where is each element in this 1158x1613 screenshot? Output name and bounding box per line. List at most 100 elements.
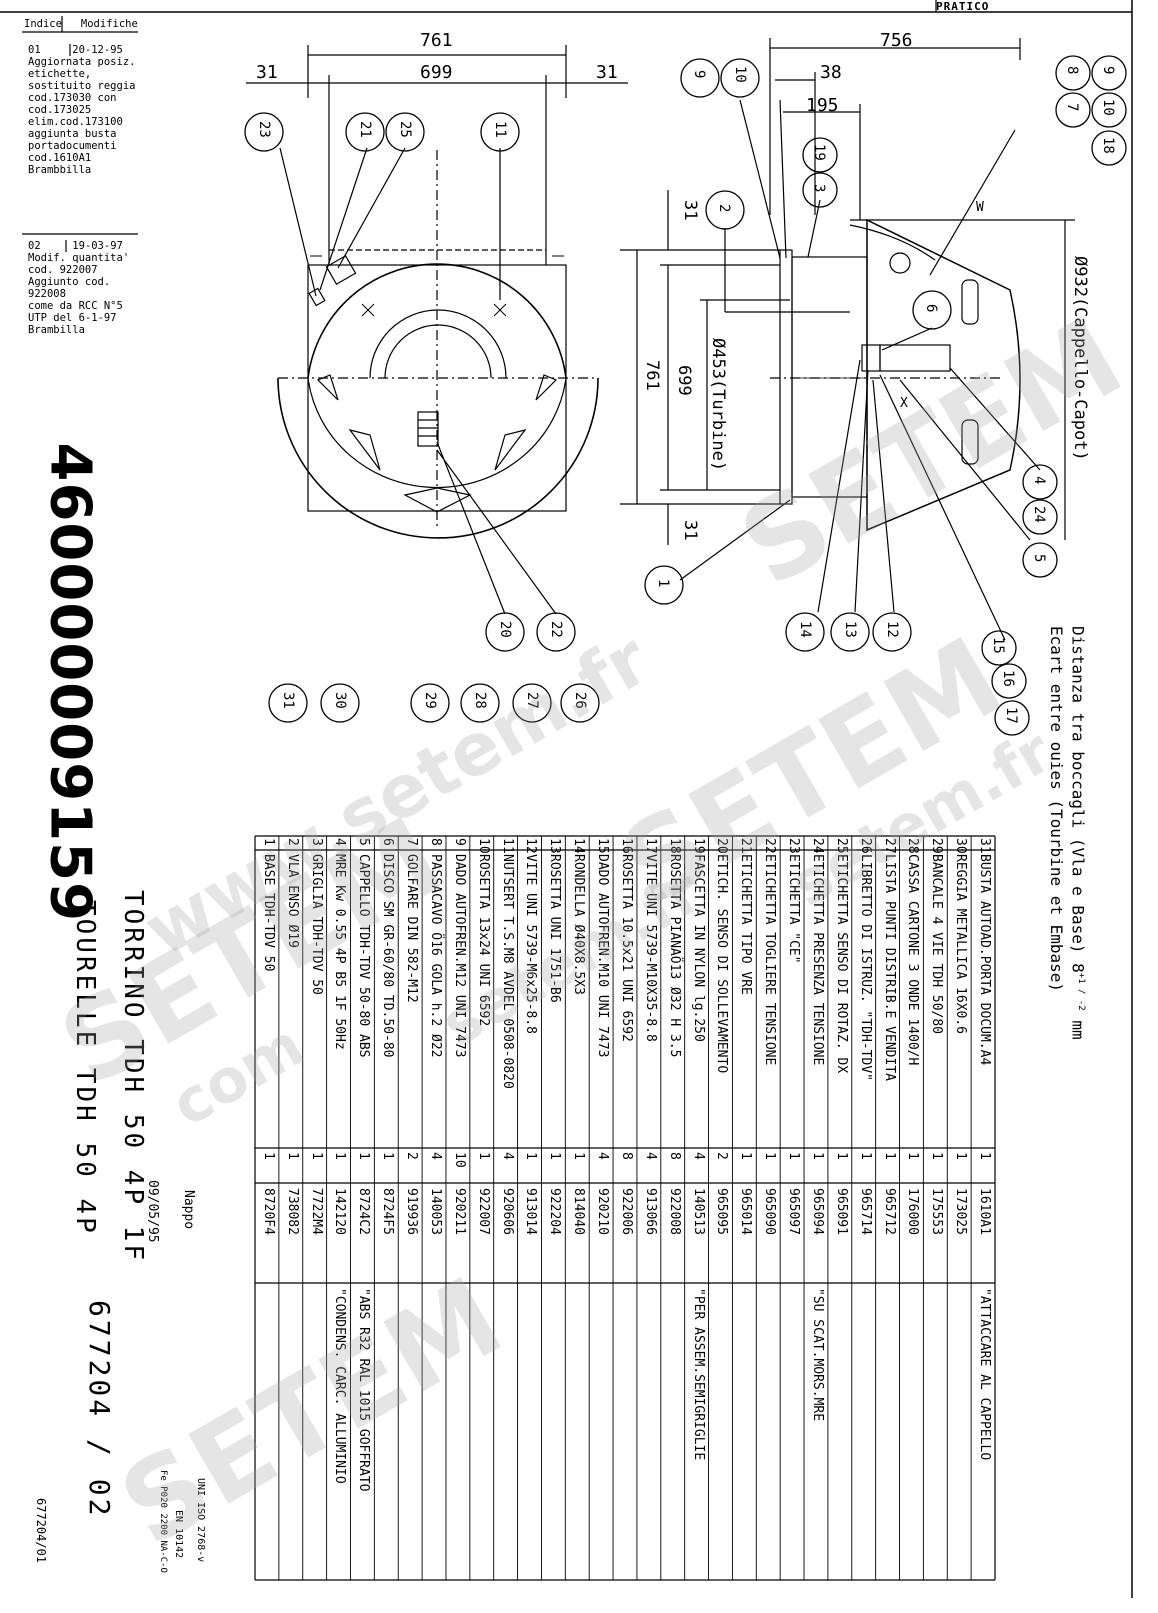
bom-description: CASSA CARTONE 3 ONDE 1400/H xyxy=(905,854,921,1066)
bom-note: "CONDENS. CARC. ALLUMINIO xyxy=(332,1288,348,1484)
bom-code: 8724F5 xyxy=(380,1188,396,1235)
bom-pos: 7 xyxy=(404,838,420,846)
bom-code: 920211 xyxy=(451,1188,467,1235)
bom-description: ROSETTA UNI 1751-B6 xyxy=(547,854,563,1003)
balloon-16: 16 xyxy=(1000,670,1016,687)
title-date: 09/05/95 xyxy=(145,1180,160,1243)
title-fr: TOURELLE TDH 50 4P xyxy=(70,900,100,1236)
title-author: Nappo xyxy=(181,1190,196,1230)
bom-description: ETICHETTA "CE" xyxy=(786,854,802,964)
bom-qty: 1 xyxy=(738,1152,754,1160)
bom-qty: 1 xyxy=(833,1152,849,1160)
bom-description: ETICHETTA TIPO VRE xyxy=(738,854,754,995)
bom-pos: 19 xyxy=(690,838,706,854)
col-index-label: Indice xyxy=(24,18,62,30)
bom-description: FASCETTA IN NYLON lg.250 xyxy=(690,854,706,1042)
bom-qty: 8 xyxy=(666,1152,682,1160)
note-line2: Ecart entre ouies (Tourbine et Embase) xyxy=(1046,626,1066,993)
bom-note: "SU SCAT.MORS.MRE xyxy=(809,1288,825,1422)
bom-description: BANCALE 4 VIE TDH 50/80 xyxy=(929,854,945,1035)
bom-pos: 3 xyxy=(308,838,324,846)
bom-pos: 13 xyxy=(547,838,563,854)
bom-pos: 12 xyxy=(523,838,539,854)
bom-note: "ABS R32 RAL 1015 GOFFRATO xyxy=(356,1288,372,1492)
bom-code: 176000 xyxy=(905,1188,921,1235)
note-line1: Distanza tra boccagli (Vla e Base) 8 xyxy=(1068,626,1088,973)
bom-code: 965714 xyxy=(857,1188,873,1235)
balloon-19: 19 xyxy=(811,144,827,161)
bom-code: 922204 xyxy=(547,1188,563,1235)
revision-line: sostituito reggia xyxy=(28,80,136,92)
bom-qty: 1 xyxy=(953,1152,969,1160)
bom-pos: 6 xyxy=(380,838,396,846)
bom-pos: 22 xyxy=(762,838,778,854)
bom-pos: 15 xyxy=(595,838,611,854)
bom-pos: 8 xyxy=(427,838,443,846)
balloon-7: 7 xyxy=(1064,103,1080,112)
standard-2: EN 10142 xyxy=(173,1510,184,1559)
drawing-no: 677204 xyxy=(83,1300,116,1420)
bom-qty: 1 xyxy=(571,1152,587,1160)
balloon-25: 25 xyxy=(397,121,413,138)
balloon-28: 28 xyxy=(472,692,488,709)
revision-line: Brambilla xyxy=(28,324,85,336)
bom-code: 8720F4 xyxy=(260,1188,276,1235)
bom-code: 140513 xyxy=(690,1188,706,1235)
dim-front-left: 31 xyxy=(256,62,278,83)
balloon-11: 11 xyxy=(492,121,508,138)
bom-pos: 2 xyxy=(284,838,300,846)
balloon-14: 14 xyxy=(797,621,813,638)
bom-code: 920210 xyxy=(595,1188,611,1235)
bom-code: 738082 xyxy=(284,1188,300,1235)
balloon-29: 29 xyxy=(422,692,438,709)
bom-code: 965712 xyxy=(881,1188,897,1235)
bom-description: NUTSERT T.S.M8 AVDEL 0508-0820 xyxy=(499,854,515,1089)
bom-pos: 18 xyxy=(666,838,682,854)
balloon-30: 30 xyxy=(332,692,348,709)
bom-qty: 1 xyxy=(308,1152,324,1160)
dim-v-761: 761 xyxy=(642,360,662,391)
bom-qty: 1 xyxy=(332,1152,348,1160)
balloon-20: 20 xyxy=(497,621,513,638)
bom-description: REGGIA METALLICA 16X0.6 xyxy=(953,854,969,1035)
bom-qty: 1 xyxy=(929,1152,945,1160)
balloon-3: 3 xyxy=(811,184,827,193)
bom-code: 965094 xyxy=(809,1188,825,1235)
dim-v-699: 699 xyxy=(674,365,694,396)
bom-code: 913014 xyxy=(523,1188,539,1235)
bom-qty: 1 xyxy=(905,1152,921,1160)
bom-code: 7722M4 xyxy=(308,1188,324,1235)
bom-description: VITE UNI 5739-M10X35-8.8 xyxy=(642,854,658,1042)
revision-line: Aggiunto cod. xyxy=(28,276,111,288)
bom-pos: 28 xyxy=(905,838,921,854)
standard-3: Fe P020 2200 NA-C-O xyxy=(158,1470,168,1573)
bom-pos: 26 xyxy=(857,838,873,854)
note-tolerance: +1 / -2 xyxy=(1076,972,1086,1011)
revision-line: cod.173030 con xyxy=(28,92,117,104)
bom-code: 922007 xyxy=(475,1188,491,1235)
bom-description: DADO AUTOFREN.M10 UNI 7473 xyxy=(595,854,611,1058)
revision-date: 20-12-95 xyxy=(72,44,123,56)
bom-pos: 29 xyxy=(929,838,945,854)
bom-pos: 16 xyxy=(618,838,634,854)
balloon-24: 24 xyxy=(1031,506,1047,523)
balloon-22: 22 xyxy=(548,621,564,638)
balloon-26: 26 xyxy=(572,692,588,709)
bom-code: 8724C2 xyxy=(356,1188,372,1235)
bom-pos: 25 xyxy=(833,838,849,854)
bom-qty: 1 xyxy=(284,1152,300,1160)
col-changes-label: Modifiche xyxy=(80,18,138,30)
bom-pos: 24 xyxy=(809,838,825,854)
pratico-field: PRATICO_ _ _ _ _ _ _ _ xyxy=(936,0,1104,13)
bom-pos: 23 xyxy=(786,838,802,854)
bom-description: ETICHETTA PRESENZA TENSIONE xyxy=(809,854,825,1066)
balloon-18: 18 xyxy=(1100,137,1116,154)
balloon-31: 31 xyxy=(280,692,296,709)
bom-code: 965014 xyxy=(738,1188,754,1235)
revision-line: etichette, xyxy=(28,68,92,80)
bom-code: 965095 xyxy=(714,1188,730,1235)
bom-pos: 17 xyxy=(642,838,658,854)
revision-line: Modif. quantita' xyxy=(28,252,130,264)
